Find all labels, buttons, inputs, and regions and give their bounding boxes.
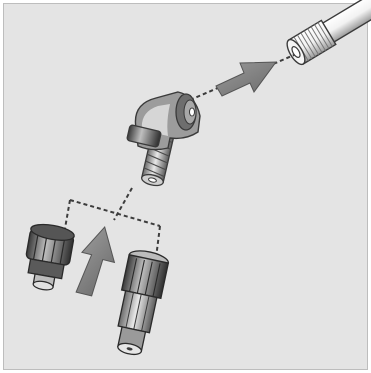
elbow-fitting [127,92,200,187]
spray-lance-tube [284,0,371,67]
push-arrow-up-to-fitting [72,223,122,299]
nozzle-adjustable-long [109,248,170,358]
push-arrow-into-tube [216,62,276,96]
guide-bracket [64,188,160,258]
nozzle-cap-short [21,222,76,294]
